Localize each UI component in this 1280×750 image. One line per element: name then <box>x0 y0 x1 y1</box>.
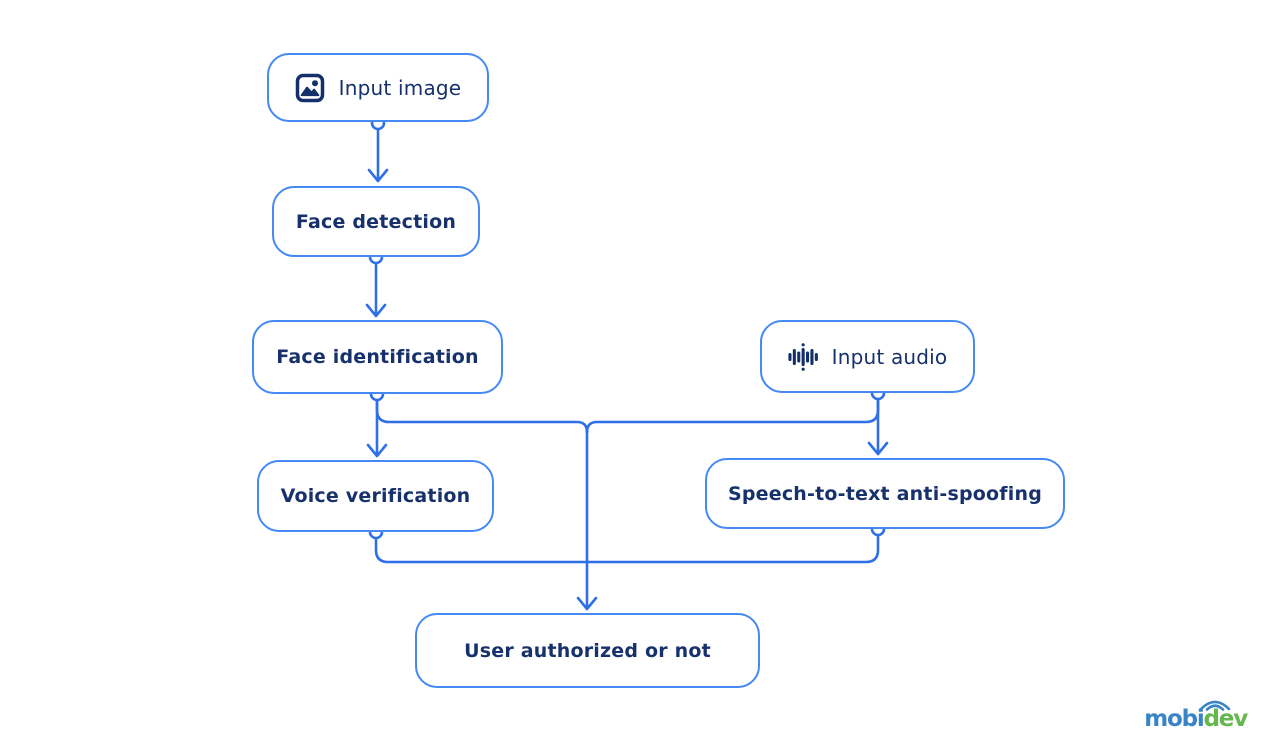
node-label: Speech-to-text anti-spoofing <box>727 482 1043 505</box>
node-label: Input image <box>338 75 462 100</box>
node-label: Voice verification <box>280 485 471 507</box>
node-input-image: Input image <box>267 53 489 122</box>
node-label: Input audio <box>831 344 948 369</box>
funnel-right <box>585 397 880 434</box>
merge-right <box>585 533 880 564</box>
image-icon <box>295 73 325 103</box>
logo-text-dev: dev <box>1203 706 1249 732</box>
audio-waveform-icon <box>788 342 818 372</box>
arrow-center-to-user <box>576 428 598 611</box>
arrow-detection-to-identification <box>365 261 387 318</box>
node-face-detection: Face detection <box>272 186 480 257</box>
node-speech-anti-spoofing: Speech-to-text anti-spoofing <box>705 458 1065 529</box>
node-label: Face identification <box>276 346 479 368</box>
merge-left <box>374 536 589 564</box>
arrow-audio-to-speech <box>867 397 889 456</box>
node-voice-verification: Voice verification <box>257 460 494 532</box>
mobidev-logo: mobidev <box>1144 700 1249 732</box>
wifi-arcs-icon <box>1199 700 1231 711</box>
funnel-left <box>375 398 589 434</box>
node-label: Face detection <box>295 210 457 233</box>
node-user-authorized: User authorized or not <box>415 613 760 688</box>
node-input-audio: Input audio <box>760 320 975 393</box>
node-face-identification: Face identification <box>252 320 503 394</box>
logo-text-mobi: mobi <box>1144 706 1205 732</box>
arrow-image-to-detection <box>367 127 389 183</box>
arrow-identification-to-voice <box>366 398 388 458</box>
node-label: User authorized or not <box>464 639 711 662</box>
